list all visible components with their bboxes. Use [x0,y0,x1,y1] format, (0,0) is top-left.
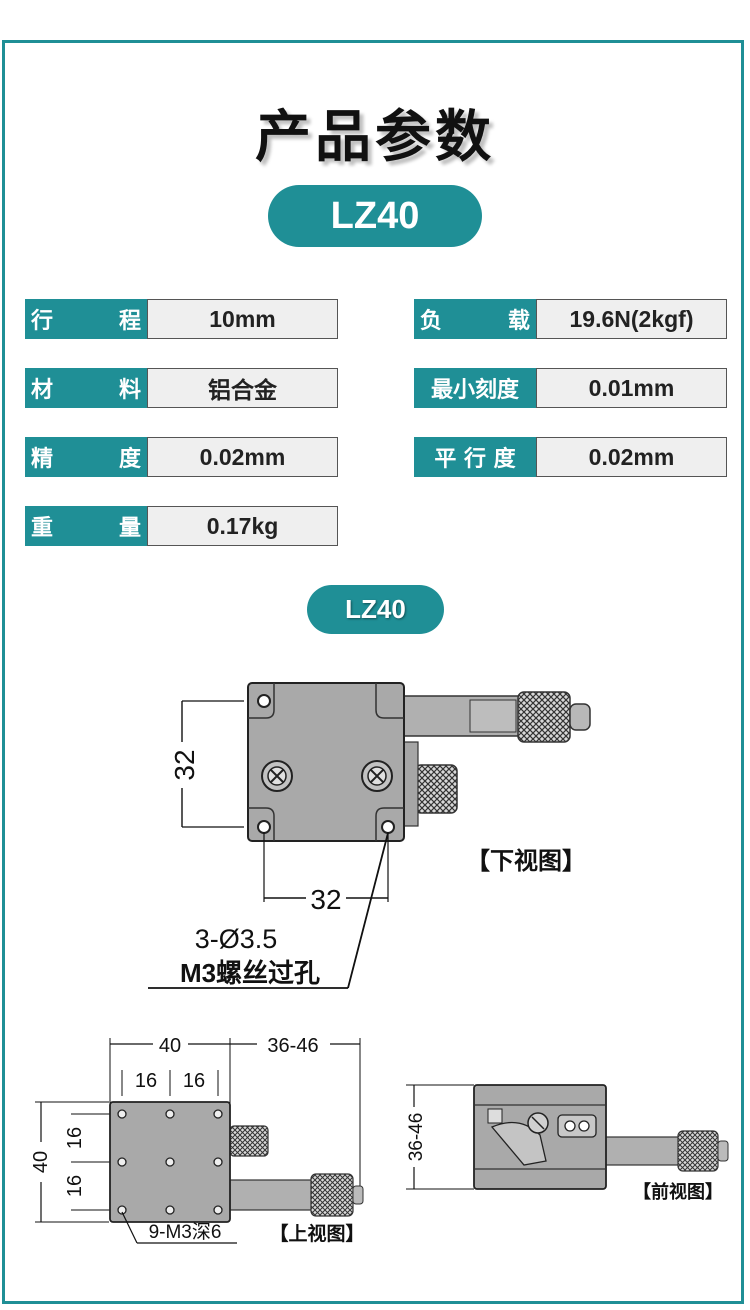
spec-value: 0.02mm [147,437,338,477]
micrometer-barrel [604,1136,684,1166]
mount-hole [381,820,395,834]
threaded-holes [117,1109,223,1215]
micrometer-ratchet [569,703,591,731]
front-view-drawing: 36-46 【前视图】 [406,1084,729,1203]
dim-height: 32 [169,749,200,780]
spec-min-scale: 最小刻度 0.01mm [414,368,727,408]
lock-knob [229,1125,269,1157]
spec-label: 行程 [25,299,147,339]
bottom-view-drawing: 32 32 3-Ø3.5 M3螺丝过孔 【下视图】 [148,682,591,989]
stage-body [247,682,405,842]
spec-weight: 重量 0.17kg [25,506,338,546]
lock-knob [414,764,458,814]
dim-travel: 36-46 [267,1035,318,1057]
socket-screw [361,760,393,792]
mount-hole [257,820,271,834]
bottom-view-label: 【下视图】 [466,847,586,875]
spec-stroke: 行程 10mm [25,299,338,339]
dim-width: 32 [310,884,341,915]
spec-accuracy: 精度 0.02mm [25,437,338,477]
dim-pitch-x2: 16 [183,1070,205,1092]
spec-label: 精度 [25,437,147,477]
spec-value: 0.02mm [536,437,727,477]
top-view-label: 【上视图】 [269,1222,364,1245]
spec-label: 最小刻度 [414,368,536,408]
leader-line [347,832,389,989]
drawing-model-badge: LZ40 [307,585,444,634]
micrometer-barrel [229,1179,323,1211]
hole-note-1: 3-Ø3.5 [195,924,278,954]
front-view-label: 【前视图】 [633,1181,723,1203]
spec-label: 材料 [25,368,147,408]
hole-note-2: M3螺丝过孔 [180,958,320,988]
dim-width: 40 [159,1035,181,1057]
micrometer-thimble [310,1173,354,1217]
page-frame [2,40,744,1304]
micrometer-thimble [517,691,571,743]
micrometer-thimble [677,1130,719,1172]
dim-height: 40 [30,1151,52,1173]
dim-range: 36-46 [406,1113,427,1162]
mount-hole [257,694,271,708]
spec-label: 平 行 度 [414,437,536,477]
micrometer-sleeve [469,699,517,733]
socket-screw [261,760,293,792]
spec-value: 0.01mm [536,368,727,408]
dim-pitch-y2: 16 [64,1175,86,1197]
spec-value: 0.17kg [147,506,338,546]
dim-pitch-y1: 16 [64,1127,86,1149]
hole-note: 9-M3深6 [149,1221,222,1243]
spec-label: 负载 [414,299,536,339]
spec-parallelism: 平 行 度 0.02mm [414,437,727,477]
model-badge: LZ40 [268,185,482,247]
top-view-drawing: 40 36-46 16 16 40 16 16 9-M3深6 【上视图】 [30,1035,365,1245]
spec-value: 铝合金 [147,368,338,408]
dim-pitch-x1: 16 [135,1070,157,1092]
spec-load: 负载 19.6N(2kgf) [414,299,727,339]
spec-value: 19.6N(2kgf) [536,299,727,339]
page-title: 产品参数 [255,105,495,170]
spec-value: 10mm [147,299,338,339]
spec-material: 材料 铝合金 [25,368,338,408]
spec-label: 重量 [25,506,147,546]
